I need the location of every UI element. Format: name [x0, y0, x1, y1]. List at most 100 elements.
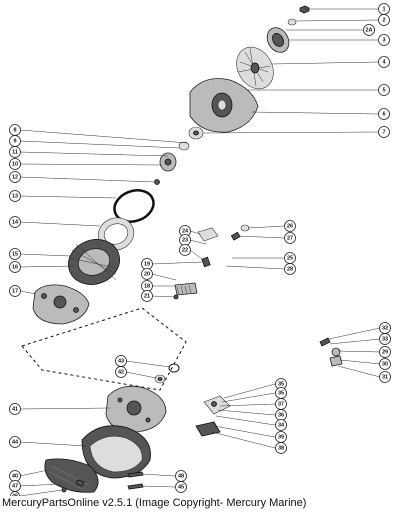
callout-number: 26 [287, 223, 293, 229]
callout: 8 [9, 124, 21, 136]
callout: 14 [9, 216, 21, 228]
callout-number: 4 [382, 59, 386, 65]
callout-number: 10 [12, 161, 18, 167]
callout-number: 34 [278, 422, 285, 428]
callout-number: 15 [12, 251, 18, 257]
callout-number: 1 [382, 6, 385, 12]
callout: 9 [9, 135, 21, 147]
callout-number: 25 [287, 255, 293, 261]
callout-number: 24 [182, 228, 189, 234]
callout: 26 [284, 220, 296, 232]
callout: 30 [379, 358, 391, 370]
callouts-middle: 24 23 22 19 20 18 21 26 27 25 28 [141, 220, 296, 302]
callout-number: 12 [12, 174, 18, 180]
stator-ring-part [97, 217, 135, 251]
callout-number: 32 [382, 325, 388, 331]
callouts-lower-right: 35 35 37 36 34 39 38 [275, 378, 287, 454]
end-cover-part [81, 425, 151, 479]
brush-holder-part [173, 224, 250, 300]
callout-number: 20 [144, 271, 150, 277]
callout-number: 42 [118, 369, 124, 375]
callout: 1 [378, 3, 390, 15]
callout: 10 [9, 158, 21, 170]
exploded-parts-diagram: 1 2 2A 3 4 5 6 7 8 9 11 10 12 13 14 15 1… [9, 3, 391, 496]
leader-lines [19, 8, 381, 496]
callout-number: 37 [278, 401, 284, 407]
pulley-part [266, 27, 290, 53]
assembly-dashed-outline [21, 307, 187, 391]
callout: 5 [378, 84, 390, 96]
callout: 33 [379, 333, 391, 345]
callout-number: 5 [382, 87, 385, 93]
callouts-lower-left: 41 44 40 47 46 [9, 403, 21, 496]
callout-number: 33 [382, 336, 388, 342]
callout-number: 18 [144, 283, 150, 289]
callout-number: 45 [178, 484, 184, 490]
callout-number: 46 [12, 493, 18, 496]
callout: 4 [378, 56, 390, 68]
front-housing-part [189, 78, 259, 133]
callout: 37 [275, 398, 287, 410]
callout: 25 [284, 252, 296, 264]
terminal-part [319, 337, 343, 367]
callout: 42 [115, 366, 127, 378]
callout-number: 9 [13, 138, 16, 144]
callout-number: 7 [382, 129, 385, 135]
bearing-lower-part [154, 363, 180, 384]
callouts-far-right: 32 33 29 30 31 [379, 322, 391, 383]
callout: 20 [141, 268, 153, 280]
callout: 16 [9, 261, 21, 273]
callout: 15 [9, 248, 21, 260]
callout: 44 [9, 436, 21, 448]
screw-part [127, 471, 144, 490]
callout-number: 19 [144, 261, 150, 267]
callouts-right-top: 1 2 2A 3 4 5 6 7 [363, 3, 390, 138]
callout-number: 30 [382, 361, 388, 367]
callout-number: 14 [12, 219, 19, 225]
callout: 13 [9, 190, 21, 202]
callout: 2 [378, 14, 390, 26]
callout-number: 41 [12, 406, 18, 412]
small-screw-part [61, 479, 85, 493]
callouts-left-upper: 8 9 11 10 12 13 14 15 16 17 [9, 124, 21, 297]
callouts-lower-mid: 43 42 [115, 355, 127, 378]
callout-number: 44 [12, 439, 19, 445]
stator-part [68, 239, 120, 285]
callout: 21 [141, 290, 153, 302]
callout-number: 35 [278, 390, 284, 396]
callout: 32 [379, 322, 391, 334]
fan-part [236, 46, 274, 90]
callout: 6 [378, 108, 390, 120]
callout: 28 [284, 263, 296, 275]
callout: 43 [115, 355, 127, 367]
regulator-part [195, 395, 231, 437]
callout: 41 [9, 403, 21, 415]
callout: 38 [275, 442, 287, 454]
callout-number: 38 [278, 445, 284, 451]
image-caption: MercuryPartsOnline v2.5.1 (Image Copyrig… [2, 497, 307, 509]
callout: 27 [284, 232, 296, 244]
callout: 34 [275, 419, 287, 431]
rear-housing-part [105, 385, 167, 433]
callout: 31 [379, 371, 391, 383]
callout-number: 43 [118, 358, 124, 364]
callouts-bottom-mid: 48 45 [175, 470, 187, 493]
callout-number: 35 [278, 381, 284, 387]
callout: 29 [379, 346, 391, 358]
callout: 22 [179, 244, 191, 256]
callout-number: 27 [287, 235, 293, 241]
rectifier-part [32, 284, 90, 325]
callout-number: 29 [382, 349, 388, 355]
callout-number: 36 [278, 412, 284, 418]
callout: 18 [141, 280, 153, 292]
bearing-part [188, 126, 204, 140]
retainer-part [154, 141, 190, 185]
callout: 11 [9, 146, 21, 158]
callout: 17 [9, 285, 21, 297]
callout-number: 47 [12, 483, 18, 489]
callout-number: 39 [278, 434, 284, 440]
callout: 19 [141, 258, 153, 270]
callout-number: 48 [178, 473, 184, 479]
callout: 40 [9, 470, 21, 482]
callout-number: 21 [144, 293, 150, 299]
